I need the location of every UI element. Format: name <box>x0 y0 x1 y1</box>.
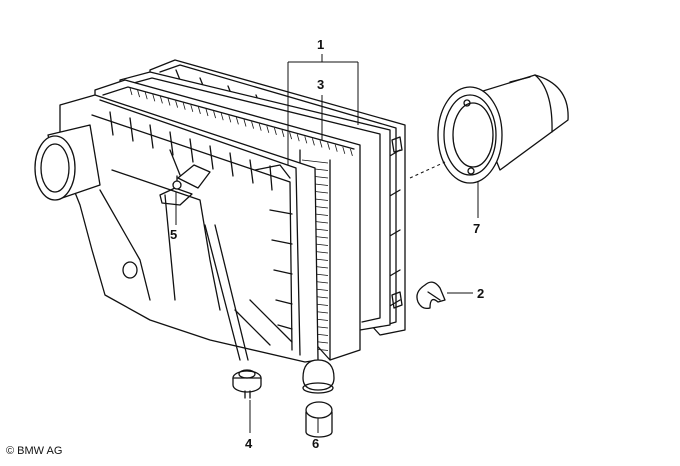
housing-inlet <box>34 124 101 201</box>
filter-pleat <box>228 115 232 123</box>
filter-pleat <box>243 119 247 127</box>
filter-pleat <box>190 104 194 112</box>
callout-7: 7 <box>473 221 481 236</box>
filter-pleat <box>319 140 323 148</box>
filter-pleat <box>327 142 330 150</box>
filter-pleat <box>129 87 133 96</box>
filter-pleat <box>258 123 262 131</box>
filter-pleat <box>236 117 239 125</box>
callout-3: 3 <box>317 77 325 92</box>
rubber-mount-4 <box>204 224 262 399</box>
filter-pleat <box>296 134 300 142</box>
callout-2: 2 <box>477 286 485 301</box>
filter-pleat <box>301 159 329 164</box>
filter-pleat <box>167 98 171 106</box>
filter-pleat <box>266 125 270 133</box>
callout-1: 1 <box>317 37 325 52</box>
callout-5: 5 <box>170 227 178 242</box>
filter-pleat <box>205 108 209 117</box>
intake-pipe-7 <box>437 74 569 184</box>
filter-pleat <box>251 121 254 129</box>
filter-pleat <box>160 96 163 104</box>
filter-pleat <box>274 127 277 136</box>
filter-pleat <box>182 102 186 110</box>
filter-pleat <box>198 106 201 115</box>
callout-4: 4 <box>245 436 253 451</box>
housing <box>59 94 319 363</box>
rubber-cap-6 <box>302 359 335 438</box>
filter-pleat <box>312 138 315 146</box>
filter-pleat <box>342 146 346 154</box>
filter-pleat <box>350 148 353 157</box>
filter-pleat <box>281 129 285 138</box>
clip-5 <box>159 175 193 206</box>
filter-pleat <box>152 94 156 102</box>
filter-pleat <box>334 144 338 152</box>
spring-clip-2 <box>416 281 446 310</box>
filter-pleat <box>175 100 178 108</box>
filter-pleat <box>137 89 140 98</box>
assembly-line-7 <box>409 161 446 179</box>
filter-pleat <box>289 131 292 140</box>
filter-pleat <box>304 136 308 144</box>
leader-lines <box>175 54 479 433</box>
filter-pleat <box>213 110 216 119</box>
copyright-notice: © BMW AG <box>6 445 63 457</box>
filter-pleat <box>220 113 224 121</box>
callout-6: 6 <box>312 436 320 451</box>
filter-pleat <box>144 92 148 100</box>
